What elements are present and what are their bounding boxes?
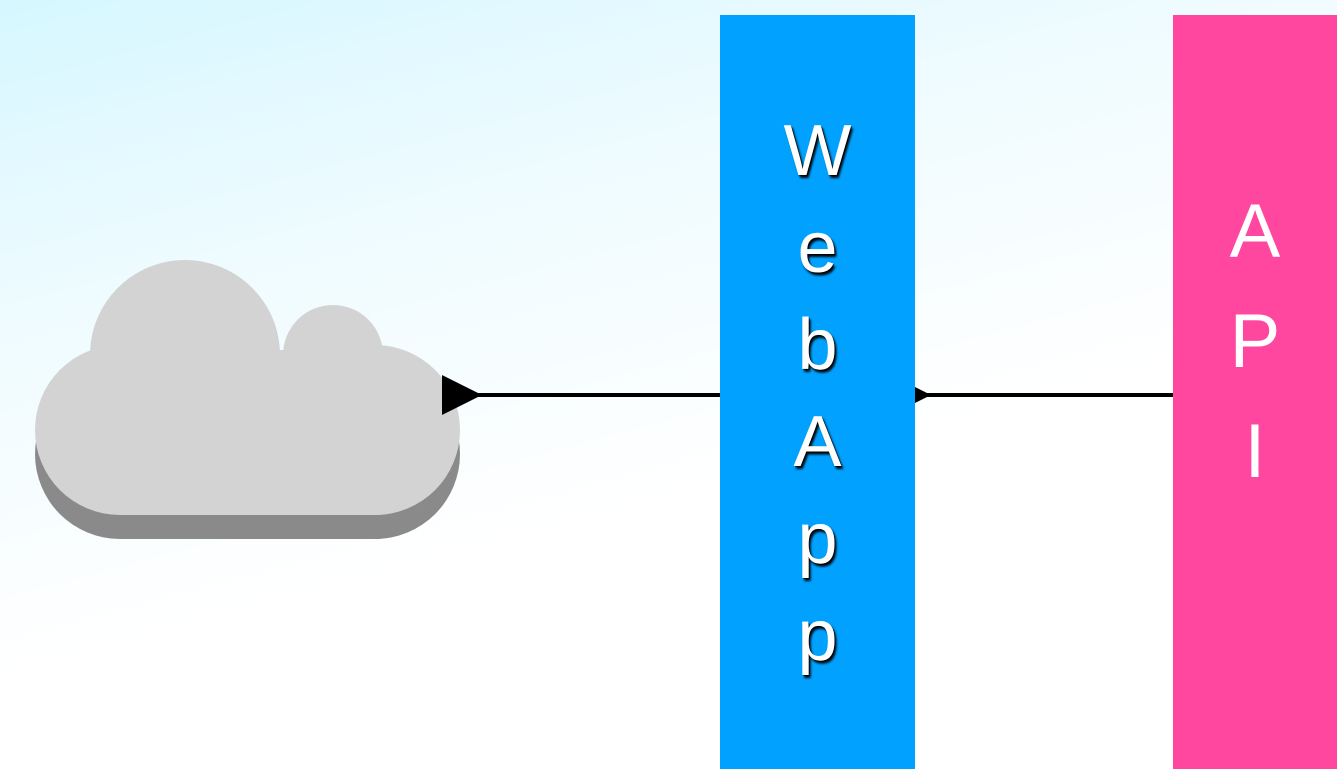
api-letter: P [1229, 299, 1281, 384]
webapp-letter: A [793, 402, 842, 482]
webapp-letter: e [797, 208, 838, 288]
cloud-icon [35, 260, 460, 539]
webapp-letter: b [797, 305, 838, 385]
webapp-node: W e b A p p [720, 15, 915, 769]
api-label: A P I [1230, 194, 1281, 524]
webapp-letter: W [783, 111, 852, 191]
api-letter: A [1229, 189, 1281, 274]
api-letter: I [1244, 409, 1266, 494]
webapp-letter: p [797, 596, 838, 676]
webapp-letter: p [797, 499, 838, 579]
webapp-label: W e b A p p [784, 115, 852, 697]
api-node: A P I [1173, 15, 1337, 769]
